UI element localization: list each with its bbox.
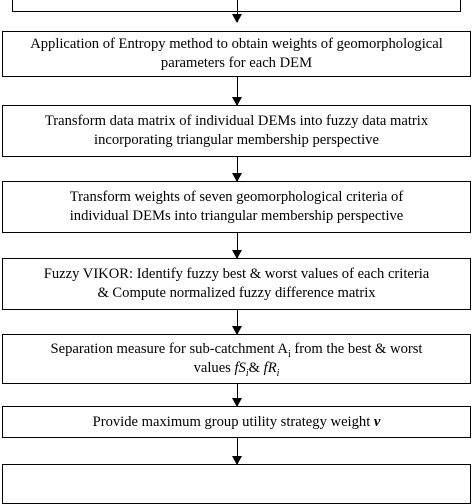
flow-arrow: [232, 310, 241, 335]
flow-box-fuzzy-vikor: Fuzzy VIKOR: Identify fuzzy best & worst…: [2, 258, 471, 310]
flow-box-text: individual DEMs into triangular membersh…: [69, 208, 404, 224]
flow-box-fuzzy-data-matrix: Transform data matrix of individual DEMs…: [2, 105, 471, 157]
flow-box-text: Provide maximum group utility strategy w…: [92, 413, 381, 430]
flow-box-separation-measure: Separation measure for sub-catchment Ai …: [2, 334, 471, 384]
flow-arrow: [232, 77, 241, 106]
flow-box-text: Transform data matrix of individual DEMs…: [44, 113, 429, 129]
flow-box-text: values fSi& fRi: [193, 360, 280, 379]
flow-box-fuzzy-weights: Transform weights of seven geomorphologi…: [2, 181, 471, 233]
flow-arrow: [232, 0, 241, 23]
flow-box-text: Separation measure for sub-catchment Ai …: [50, 341, 423, 360]
flow-arrow: [232, 384, 241, 407]
flow-box-text: Application of Entropy method to obtain …: [30, 36, 443, 52]
flow-arrow: [232, 157, 241, 182]
flow-box-partial-bottom: [2, 464, 471, 504]
flow-box-entropy-weights: Application of Entropy method to obtain …: [2, 31, 471, 77]
flow-box-text: Fuzzy VIKOR: Identify fuzzy best & worst…: [43, 266, 430, 282]
flow-arrow: [232, 438, 241, 465]
flow-box-text: parameters for each DEM: [160, 55, 313, 71]
flow-arrow: [232, 233, 241, 259]
flow-box-text: Transform weights of seven geomorphologi…: [69, 189, 404, 205]
flow-box-text: incorporating triangular membership pers…: [94, 132, 379, 148]
flow-box-group-utility: Provide maximum group utility strategy w…: [2, 406, 471, 438]
flow-box-text: & Compute normalized fuzzy difference ma…: [97, 285, 376, 301]
